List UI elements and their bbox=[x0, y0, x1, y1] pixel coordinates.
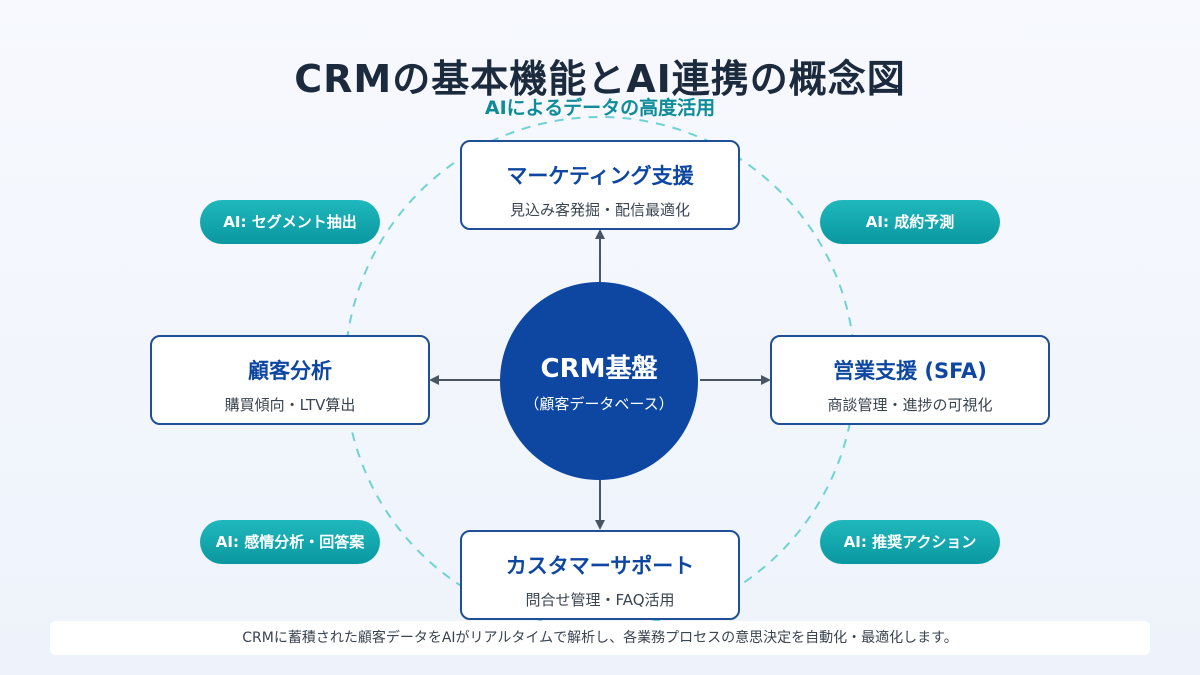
ai-badge-sentiment: AI: 感情分析・回答案 bbox=[200, 520, 380, 564]
support-module: カスタマーサポート 問合せ管理・FAQ活用 bbox=[460, 530, 740, 620]
footer-note: CRMに蓄積された顧客データをAIがリアルタイムで解析し、各業務プロセスの意思決… bbox=[50, 621, 1150, 655]
sales-title: 営業支援 (SFA) bbox=[833, 359, 987, 383]
crm-core-subtitle: （顧客データベース） bbox=[524, 395, 674, 413]
analytics-subtitle: 購買傾向・LTV算出 bbox=[224, 396, 356, 414]
ai-badge-segment: AI: セグメント抽出 bbox=[200, 200, 380, 244]
marketing-title: マーケティング支援 bbox=[506, 164, 694, 188]
ai-badge-prediction: AI: 成約予測 bbox=[820, 200, 1000, 244]
sales-subtitle: 商談管理・進捗の可視化 bbox=[827, 396, 993, 414]
ai-badge-action: AI: 推奨アクション bbox=[820, 520, 1000, 564]
support-title: カスタマーサポート bbox=[505, 554, 695, 578]
support-subtitle: 問合せ管理・FAQ活用 bbox=[525, 591, 675, 609]
page-title: CRMの基本機能とAI連携の概念図 bbox=[294, 57, 906, 101]
marketing-subtitle: 見込み客発掘・配信最適化 bbox=[509, 201, 690, 219]
analytics-module: 顧客分析 購買傾向・LTV算出 bbox=[150, 335, 430, 425]
sales-module: 営業支援 (SFA) 商談管理・進捗の可視化 bbox=[770, 335, 1050, 425]
marketing-module: マーケティング支援 見込み客発掘・配信最適化 bbox=[460, 140, 740, 230]
crm-core: CRM基盤 （顧客データベース） bbox=[500, 282, 698, 480]
analytics-title: 顧客分析 bbox=[248, 359, 332, 383]
page-subtitle: AIによるデータの高度活用 bbox=[484, 97, 716, 119]
crm-core-title: CRM基盤 bbox=[540, 354, 658, 384]
